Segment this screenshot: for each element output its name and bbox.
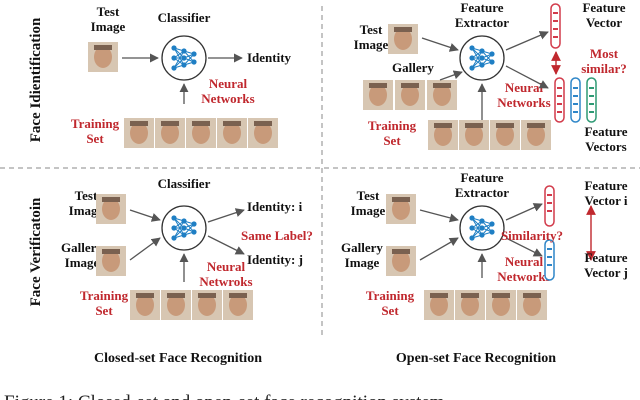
figure-caption: Figure 1: Closed-set and open-set face r…: [4, 392, 445, 400]
neural-network-icon: [161, 205, 207, 251]
training-face-4: [517, 290, 547, 320]
training-face-3: [490, 120, 520, 150]
neural-networks-label-line2: Networks: [497, 269, 550, 284]
training-face-1: [424, 290, 454, 320]
feature-extractor-label-line1: Feature: [460, 170, 503, 185]
training-face-1: [130, 290, 160, 320]
gallery-image-label-line1: Gallery: [61, 240, 103, 255]
test-image-label-line2: Image: [69, 203, 104, 218]
test-face-image: [386, 194, 416, 224]
feature-vector-j-icon: [544, 239, 555, 281]
test-face-image: [388, 24, 418, 54]
training-set-label-line1: Training: [71, 116, 120, 131]
neural-network-icon: [459, 35, 505, 81]
neural-networks-label-line2: Networks: [497, 95, 550, 110]
quadrant-identification-open: Test Image Feature Extractor Gallery Neu…: [354, 0, 628, 154]
neural-networks-label-line1: Neural: [505, 80, 544, 95]
feature-extractor-label-line2: Extractor: [455, 185, 509, 200]
test-image-label-line1: Test: [360, 22, 383, 37]
training-face-3: [192, 290, 222, 320]
gallery-label: Gallery: [392, 60, 434, 75]
test-face-image: [88, 42, 118, 72]
neural-networks-label-line2: Networks: [201, 91, 254, 106]
gallery-feature-vector-2: [570, 77, 581, 123]
training-face-3: [486, 290, 516, 320]
test-image-label-line1: Test: [75, 188, 98, 203]
feature-vector-label-line2: Vector: [586, 15, 623, 30]
side-label-top: Face Idientification: [28, 17, 44, 142]
most-similar-label-line2: similar?: [581, 61, 627, 76]
gallery-face-3: [427, 80, 457, 110]
gallery-image-label-line2: Image: [345, 255, 380, 270]
quadrant-verification-closed: Test Image Gallery Image Classifier Iden…: [61, 176, 313, 320]
training-set-label-line2: Set: [383, 133, 401, 148]
training-set-label-line1: Training: [366, 288, 415, 303]
gallery-feature-vector-1: [554, 77, 565, 123]
feature-extractor-label-line2: Extractor: [455, 15, 509, 30]
feature-extractor-label-line1: Feature: [460, 0, 503, 15]
neural-network-icon: [161, 35, 207, 81]
feature-vector-icon: [550, 3, 561, 49]
test-face-image: [96, 194, 126, 224]
training-set-label-line1: Training: [80, 288, 129, 303]
training-face-4: [521, 120, 551, 150]
training-set-label-line2: Set: [381, 303, 399, 318]
side-label-bottom: Face Verificatoin: [28, 197, 44, 306]
most-similar-label-line1: Most: [590, 46, 619, 61]
training-face-3: [186, 118, 216, 148]
gallery-face-image: [96, 246, 126, 276]
neural-networks-label-line1: Neural: [207, 259, 246, 274]
test-image-label-line2: Image: [91, 19, 126, 34]
identity-i-label: Identity: i: [247, 199, 303, 214]
test-image-label-line2: Image: [351, 203, 386, 218]
training-face-1: [124, 118, 154, 148]
test-image-label-line2: Image: [354, 37, 389, 52]
identity-j-label: Identity: j: [247, 252, 303, 267]
training-set-label-line1: Training: [368, 118, 417, 133]
neural-network-icon: [459, 205, 505, 251]
gallery-face-image: [386, 246, 416, 276]
training-face-1: [428, 120, 458, 150]
footer-open-set: Open-set Face Recognition: [396, 351, 556, 366]
training-face-2: [455, 290, 485, 320]
neural-networks-label-line1: Neural: [505, 254, 544, 269]
gallery-image-label-line1: Gallery: [341, 240, 383, 255]
feature-vector-i-icon: [544, 185, 555, 227]
training-face-4: [217, 118, 247, 148]
feature-vectors-label-line2: Vectors: [585, 139, 626, 154]
training-face-2: [161, 290, 191, 320]
training-face-5: [248, 118, 278, 148]
feature-vector-i-label-line1: Feature: [584, 178, 627, 193]
feature-vector-i-label-line2: Vector i: [585, 193, 628, 208]
feature-vector-j-label-line2: Vector j: [584, 265, 628, 280]
quadrant-verification-open: Test Image Gallery Image Feature Extract…: [341, 170, 628, 320]
similarity-question: Similarity?: [501, 228, 563, 243]
test-image-label-line1: Test: [357, 188, 380, 203]
feature-vectors-label-line1: Feature: [584, 124, 627, 139]
quadrant-identification-closed: Test Image Classifier Identity Neural Ne…: [71, 4, 292, 148]
same-label-question: Same Label?: [241, 228, 313, 243]
training-set-label-line2: Set: [86, 131, 104, 146]
gallery-face-1: [363, 80, 393, 110]
training-face-4: [223, 290, 253, 320]
footer-closed-set: Closed-set Face Recognition: [94, 351, 262, 366]
gallery-feature-vector-3: [586, 77, 597, 123]
identity-label: Identity: [247, 50, 292, 65]
neural-networks-label-line1: Neural: [209, 76, 248, 91]
test-image-label-line1: Test: [97, 4, 120, 19]
neural-networks-label-line2: Netwroks: [199, 274, 252, 289]
feature-vector-label-line1: Feature: [582, 0, 625, 15]
classifier-label: Classifier: [158, 10, 211, 25]
classifier-label: Classifier: [158, 176, 211, 191]
gallery-image-label-line2: Image: [65, 255, 100, 270]
gallery-face-2: [395, 80, 425, 110]
training-set-label-line2: Set: [95, 303, 113, 318]
training-face-2: [459, 120, 489, 150]
feature-vector-j-label-line1: Feature: [584, 250, 627, 265]
training-face-2: [155, 118, 185, 148]
